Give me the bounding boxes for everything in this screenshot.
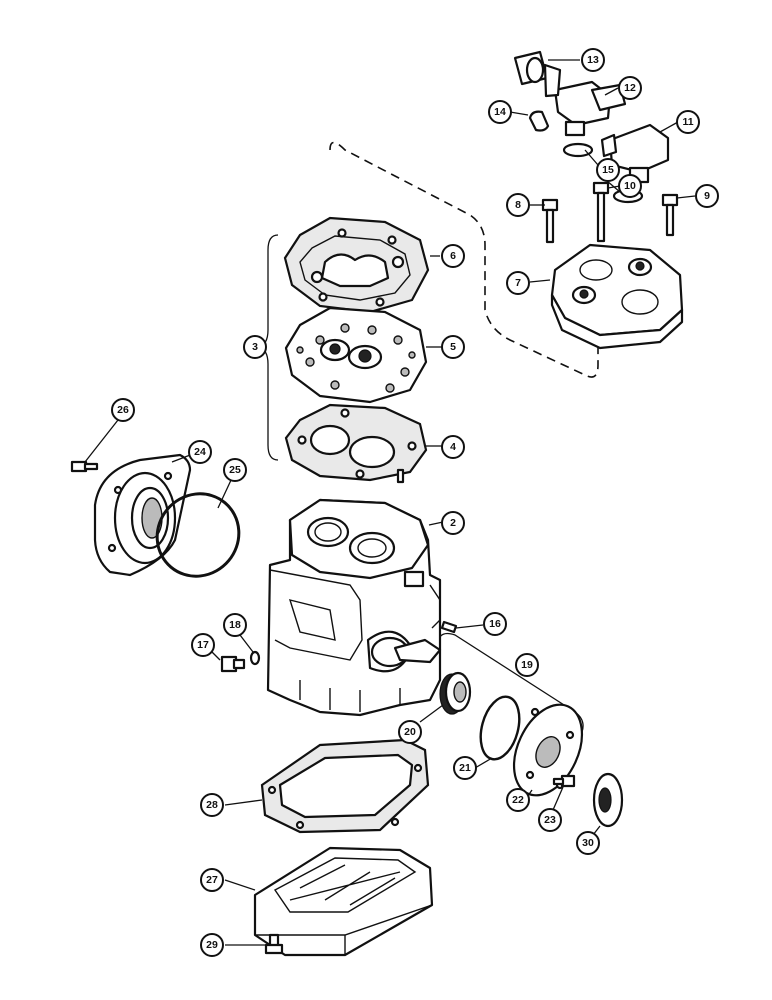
callout-25: 25 [223, 458, 247, 482]
valve-plate-gasket [284, 403, 428, 482]
o-ring [562, 142, 594, 158]
cylinder-head [550, 243, 684, 350]
svg-text:21: 21 [459, 762, 471, 774]
valve-fitting [513, 50, 562, 98]
leader-lines [84, 59, 696, 946]
svg-text:17: 17 [197, 639, 209, 651]
head-bolt [541, 198, 559, 244]
callout-19: 19 [515, 653, 539, 677]
callout-30: 30 [576, 831, 600, 855]
callout-4: 4 [441, 435, 465, 459]
head-gasket-top [283, 216, 430, 314]
svg-text:29: 29 [206, 939, 218, 951]
seal-washer [592, 772, 624, 828]
callout-15: 15 [596, 158, 620, 182]
callout-22: 22 [506, 788, 530, 812]
shaft-seal [439, 671, 472, 715]
seal-cover-plate [512, 703, 584, 797]
svg-text:10: 10 [624, 180, 636, 192]
alignment-dashed-outline [329, 141, 599, 378]
callout-12: 12 [618, 76, 642, 100]
svg-text:19: 19 [521, 659, 533, 671]
callout-21: 21 [453, 756, 477, 780]
callout-13: 13 [581, 48, 605, 72]
callout-10: 10 [618, 174, 642, 198]
callout-8: 8 [506, 193, 530, 217]
callout-7: 7 [506, 271, 530, 295]
drain-plug [264, 933, 284, 955]
dowel-pin [396, 468, 405, 484]
callout-17: 17 [191, 633, 215, 657]
plug-washer [249, 650, 261, 666]
shaft-key [440, 620, 458, 634]
svg-text:28: 28 [206, 799, 218, 811]
seal-plate-housing [93, 453, 192, 577]
callout-11: 11 [676, 110, 700, 134]
service-valve [553, 80, 627, 137]
svg-text:20: 20 [404, 726, 416, 738]
svg-text:9: 9 [704, 190, 710, 202]
svg-text:11: 11 [682, 116, 693, 128]
svg-text:23: 23 [544, 814, 556, 826]
callout-16: 16 [483, 612, 507, 636]
svg-text:4: 4 [450, 441, 456, 453]
svg-text:27: 27 [206, 874, 218, 886]
callout-20: 20 [398, 720, 422, 744]
svg-text:24: 24 [194, 446, 206, 458]
oil-plug [220, 655, 246, 673]
svg-text:18: 18 [229, 619, 241, 631]
callout-24: 24 [188, 440, 212, 464]
callout-28: 28 [200, 793, 224, 817]
svg-text:26: 26 [117, 404, 129, 416]
callout-6: 6 [441, 244, 465, 268]
callout-9: 9 [695, 184, 719, 208]
head-bolt [592, 181, 610, 243]
svg-text:3: 3 [252, 341, 258, 353]
svg-text:12: 12 [624, 82, 636, 94]
callout-23: 23 [538, 808, 562, 832]
housing-o-ring [155, 492, 241, 578]
svg-text:25: 25 [229, 464, 241, 476]
callout-27: 27 [200, 868, 224, 892]
callout-26: 26 [111, 398, 135, 422]
svg-text:15: 15 [602, 164, 614, 176]
base-plate [253, 846, 434, 957]
callout-29: 29 [200, 933, 224, 957]
housing-screw [70, 460, 99, 473]
svg-text:13: 13 [587, 54, 599, 66]
svg-text:2: 2 [450, 517, 456, 529]
valve-plate [284, 306, 428, 404]
base-gasket [260, 738, 430, 834]
head-bolt [661, 193, 679, 237]
svg-text:6: 6 [450, 250, 456, 262]
valve-cap [528, 110, 550, 132]
svg-text:30: 30 [582, 837, 594, 849]
compressor-body [266, 498, 442, 717]
callout-5: 5 [441, 335, 465, 359]
callout-2: 2 [441, 511, 465, 535]
svg-text:8: 8 [515, 199, 521, 211]
callout-14: 14 [488, 100, 512, 124]
svg-text:7: 7 [515, 277, 521, 289]
callout-3: 3 [243, 335, 267, 359]
cover-screw [552, 774, 576, 788]
svg-text:14: 14 [494, 106, 506, 118]
svg-text:5: 5 [450, 341, 456, 353]
svg-text:16: 16 [489, 618, 501, 630]
callout-18: 18 [223, 613, 247, 637]
svg-text:22: 22 [512, 794, 524, 806]
